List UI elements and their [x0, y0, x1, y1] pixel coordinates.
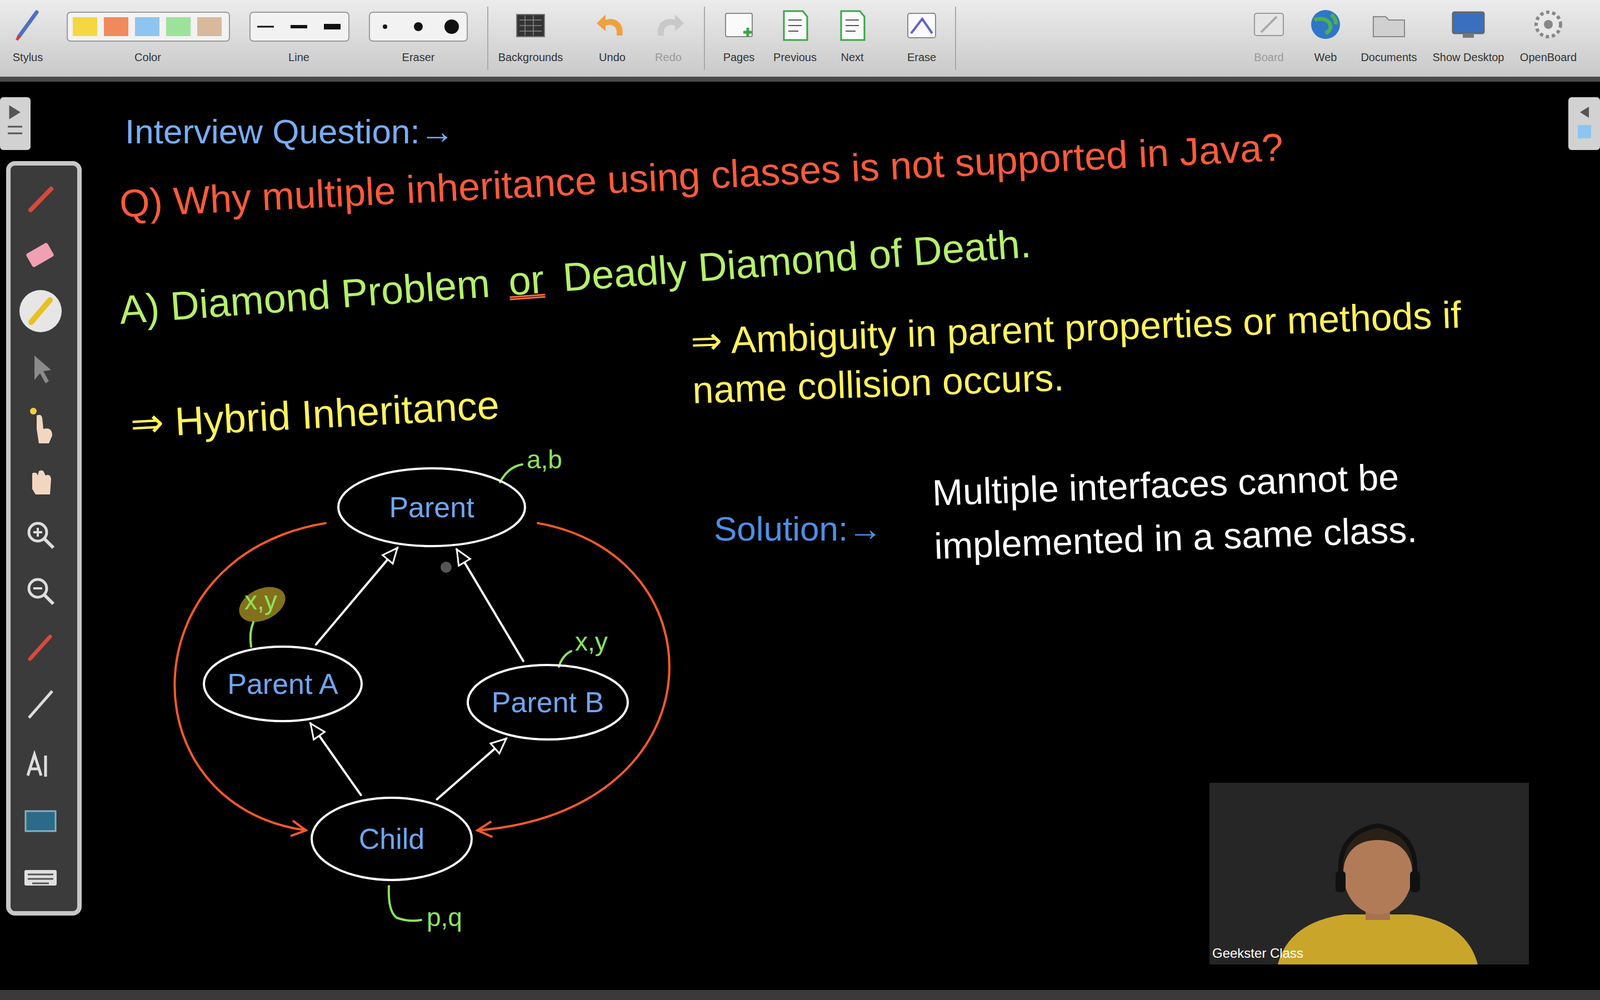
tool-panel — [8, 163, 80, 914]
ellipse-shape — [203, 646, 362, 722]
inheritance-arrow — [456, 549, 524, 662]
inheritance-arrow — [436, 738, 507, 799]
curved-arrow — [477, 523, 670, 831]
answer-text: Deadly Diamond of Death. — [561, 219, 1033, 302]
webcam-name: Geekster Class — [1212, 945, 1304, 962]
answer-text: or — [506, 255, 546, 306]
node-text: Parent — [388, 490, 474, 525]
leader-line — [388, 886, 422, 921]
property-label: x,y — [244, 585, 278, 617]
toolbar-label: Line — [288, 51, 310, 64]
ellipse-shape — [467, 665, 628, 740]
toolbar-label: Pages — [723, 51, 755, 64]
highlighter-mark — [233, 580, 291, 629]
toolbar-label: Next — [840, 51, 864, 64]
side-tab-icon — [1577, 125, 1592, 139]
side-tab-icon — [1580, 106, 1589, 118]
toolbar-label: Previous — [773, 51, 817, 64]
webcam-frame — [1209, 782, 1529, 965]
status-bar — [0, 990, 1600, 1000]
toolbar — [0, 0, 1600, 77]
side-tab-icon — [7, 106, 23, 134]
toolbar-label: Redo — [655, 51, 682, 64]
note-text: ⇒ Hybrid Inheritance — [129, 380, 501, 448]
toolbar-label: Board — [1253, 51, 1284, 64]
answer-text: A) Diamond Problem — [117, 258, 492, 334]
ellipse-node: Child — [310, 796, 474, 882]
inheritance-arrow — [310, 723, 362, 795]
toolbar-label: Eraser — [402, 51, 435, 64]
webcam-person — [1277, 825, 1478, 965]
ellipse-shape — [338, 468, 525, 547]
pointer-dot — [440, 561, 452, 573]
side-tab — [0, 97, 31, 150]
inheritance-arrow — [316, 547, 398, 645]
toolbar-label: OpenBoard — [1520, 51, 1577, 64]
ellipse-node: Parent B — [466, 663, 630, 742]
toolbar-label: Undo — [598, 51, 626, 64]
toolbar-label: Backgrounds — [498, 51, 564, 64]
leader-line — [250, 622, 254, 647]
node-text: Parent A — [227, 666, 338, 702]
toolbar-label: Show Desktop — [1432, 51, 1505, 64]
property-label: x,y — [575, 626, 608, 658]
ellipse-node: Parent A — [202, 645, 364, 723]
toolbar-label: Web — [1314, 51, 1338, 64]
note-text: ⇒ Ambiguity in parent properties or meth… — [690, 288, 1499, 415]
toolbar-label: Erase — [907, 51, 937, 64]
property-label: p,q — [426, 902, 463, 933]
toolbar-icons — [16, 6, 1561, 70]
ellipse-node: Parent — [336, 466, 527, 548]
node-text: Parent B — [491, 685, 604, 720]
toolbar-label: Documents — [1360, 51, 1417, 64]
leader-line — [500, 464, 523, 483]
ellipse-shape — [311, 797, 472, 880]
tool-icons — [19, 188, 62, 886]
toolbar-label: Color — [134, 51, 162, 64]
solution-heading: Solution:→ — [713, 508, 883, 550]
heading-note: Interview Question:→ — [125, 111, 455, 153]
property-label: a,b — [526, 444, 563, 475]
toolbar-edge — [0, 76, 1600, 82]
toolbar-label: Stylus — [12, 51, 43, 64]
node-text: Child — [358, 821, 425, 857]
solution-text: Multiple interfaces cannot be implemente… — [931, 445, 1547, 574]
side-tab — [1568, 97, 1600, 150]
